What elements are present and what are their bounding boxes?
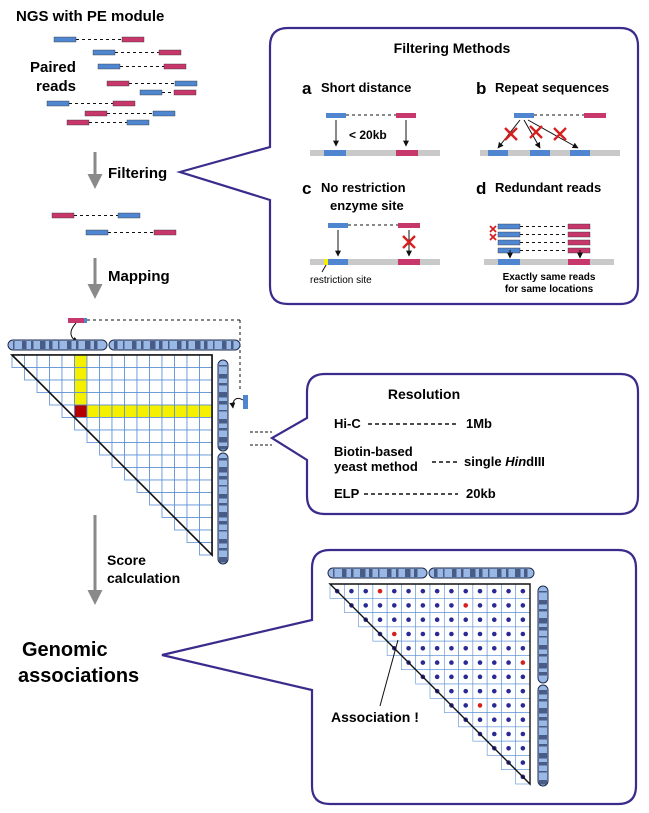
svg-text:Paired: Paired — [30, 59, 76, 76]
raw-paired-reads — [46, 36, 198, 126]
svg-text:ELP: ELP — [334, 486, 360, 501]
svg-text:a: a — [302, 79, 312, 98]
read-pair — [66, 119, 150, 126]
svg-text:20kb: 20kb — [466, 486, 496, 501]
read-pair — [53, 36, 145, 43]
svg-text:Genomic: Genomic — [22, 639, 108, 661]
svg-text:d: d — [476, 179, 486, 198]
filtered-reads — [51, 212, 177, 236]
score-step-label: Score calculation — [107, 552, 180, 586]
read-pair — [92, 49, 182, 56]
filtering-step-label: Filtering — [108, 165, 167, 182]
svg-text:b: b — [476, 79, 486, 98]
svg-text:c: c — [302, 179, 311, 198]
resolution-panel — [269, 372, 640, 516]
filtering-methods-panel — [176, 26, 640, 306]
mapping-step-label: Mapping — [108, 268, 170, 285]
svg-text:Short distance: Short distance — [321, 80, 411, 95]
svg-text:Biotin-based: Biotin-based — [334, 444, 413, 459]
resolution-row-hic: Hi-C 1Mb — [334, 416, 492, 431]
red-x-icon — [504, 125, 567, 141]
association-right-chromosome — [537, 585, 549, 787]
diagram-title: NGS with PE module — [16, 8, 164, 25]
svg-text:Score: Score — [107, 552, 146, 568]
method-b-repeat-sequences: b Repeat sequences — [476, 79, 620, 156]
red-x-icon — [402, 235, 416, 249]
svg-text:reads: reads — [36, 78, 76, 95]
method-c-no-restriction-site: c No restriction enzyme site restriction… — [302, 179, 440, 286]
read-pair — [106, 80, 198, 87]
top-chromosome — [7, 339, 241, 351]
right-chromosome — [217, 359, 229, 565]
filtering-methods-heading: Filtering Methods — [394, 40, 511, 56]
association-pointer — [379, 639, 399, 707]
svg-text:Hi-C: Hi-C — [334, 416, 361, 431]
genomic-associations-label: Genomic associations — [18, 639, 139, 687]
method-a-short-distance: a Short distance < 20kb — [302, 79, 440, 156]
read-pair — [84, 110, 176, 117]
method-d-redundant-reads: d Redundant reads Exactly same reads for… — [476, 179, 614, 295]
svg-text:yeast method: yeast method — [334, 459, 418, 474]
association-matrix — [328, 583, 531, 786]
svg-text:No restriction: No restriction — [321, 180, 406, 195]
resolution-row-biotin-yeast: Biotin-based yeast method single HindIII — [334, 444, 545, 474]
read-pair — [97, 63, 187, 70]
contact-matrix — [10, 354, 213, 557]
resolution-heading: Resolution — [388, 386, 460, 402]
association-label: Association ! — [331, 709, 419, 725]
svg-text:Exactly same reads: Exactly same reads — [503, 272, 596, 283]
svg-text:associations: associations — [18, 665, 139, 687]
svg-text:calculation: calculation — [107, 570, 180, 586]
read-pair — [85, 229, 177, 236]
svg-text:1Mb: 1Mb — [466, 416, 492, 431]
svg-text:single HindIII: single HindIII — [464, 454, 545, 469]
read-pair — [497, 231, 591, 238]
svg-text:enzyme site: enzyme site — [330, 198, 404, 213]
read-pair — [497, 223, 591, 230]
read-pair — [139, 89, 197, 96]
svg-text:restriction site: restriction site — [310, 275, 372, 286]
read-pair — [51, 212, 141, 219]
read-pair — [46, 100, 136, 107]
red-x-icon — [489, 225, 497, 241]
read-pair — [497, 239, 591, 246]
association-top-chromosome — [327, 567, 535, 579]
resolution-row-elp: ELP 20kb — [334, 486, 496, 501]
svg-text:for same locations: for same locations — [505, 284, 594, 295]
svg-text:< 20kb: < 20kb — [349, 128, 387, 142]
paired-reads-label: Paired reads — [30, 59, 76, 95]
svg-text:Redundant reads: Redundant reads — [495, 180, 601, 195]
svg-text:Repeat sequences: Repeat sequences — [495, 80, 609, 95]
